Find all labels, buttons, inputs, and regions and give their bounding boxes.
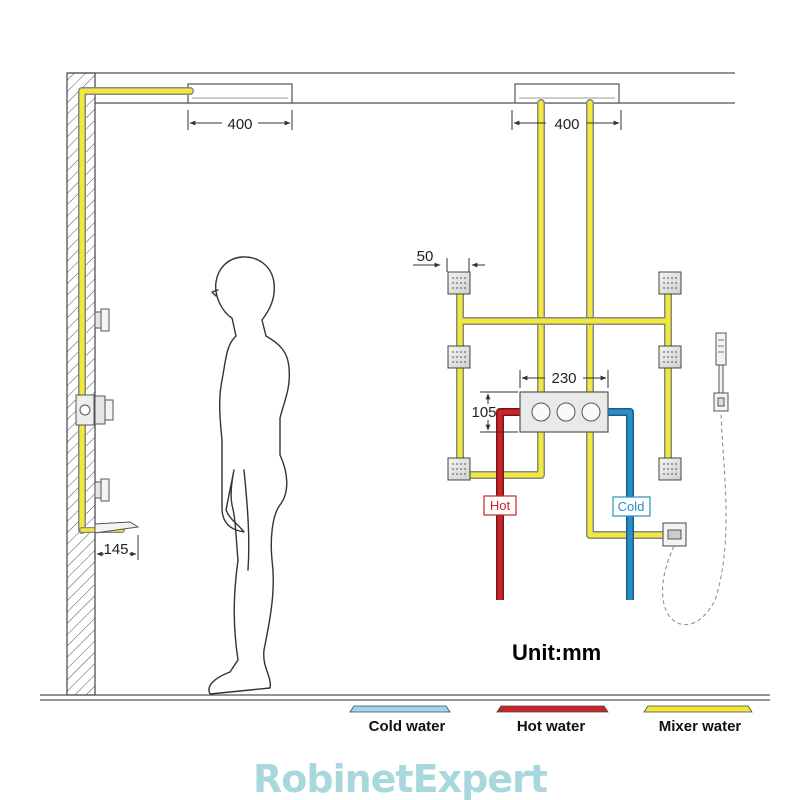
dimension-label: 400 [227, 116, 252, 133]
brand-part-2: Expert [413, 757, 548, 800]
legend-label: Mixer water [659, 718, 742, 735]
wall-jet-upper [94, 308, 110, 332]
ceiling-shower-head-left [187, 83, 293, 104]
mixer-water-pipes [78, 87, 672, 539]
hand-shower-outlet [662, 522, 687, 547]
legend-item-cold: Cold water [349, 705, 451, 735]
unit-label: Unit:mm [512, 640, 601, 665]
cold-tag: Cold [612, 496, 651, 517]
thermostatic-valve-icon [519, 391, 609, 433]
brand-watermark: RobinetExpert [253, 757, 548, 800]
wall-jet-lower [94, 478, 110, 502]
floor [40, 694, 770, 701]
dimension-145: 145 [94, 535, 139, 560]
dimension-230: 230 [519, 370, 609, 388]
legend-label: Cold water [369, 718, 446, 735]
dimension-label: 50 [417, 248, 434, 265]
dimension-50: 50 [413, 248, 485, 272]
dimension-400-right: 400 [511, 110, 622, 133]
hand-shower-icon [713, 332, 729, 412]
hot-tag: Hot [483, 495, 517, 516]
dimension-label: 400 [554, 116, 579, 133]
hot-tag-label: Hot [490, 498, 511, 513]
wall-valve [75, 394, 114, 426]
dimension-label: 105 [471, 404, 496, 421]
cold-tag-label: Cold [618, 499, 645, 514]
cold-water-pipe [608, 408, 634, 600]
dimension-label: 230 [551, 370, 576, 387]
dimension-105: 105 [471, 391, 518, 433]
legend-label: Hot water [517, 718, 586, 735]
hot-water-pipe [496, 408, 520, 600]
person-silhouette-icon [208, 256, 291, 695]
body-jet-icon [447, 271, 682, 481]
shower-hose [662, 411, 727, 626]
brand-part-1: Robinet [253, 757, 413, 800]
legend-item-hot: Hot water [496, 705, 609, 735]
ceiling-shower-head-right [514, 83, 620, 104]
bath-spout [94, 521, 140, 534]
legend: Cold water Hot water Mixer water [349, 705, 753, 735]
dimension-400-left: 400 [187, 110, 293, 133]
legend-item-mixer: Mixer water [643, 705, 753, 735]
dimension-label: 145 [103, 541, 128, 558]
